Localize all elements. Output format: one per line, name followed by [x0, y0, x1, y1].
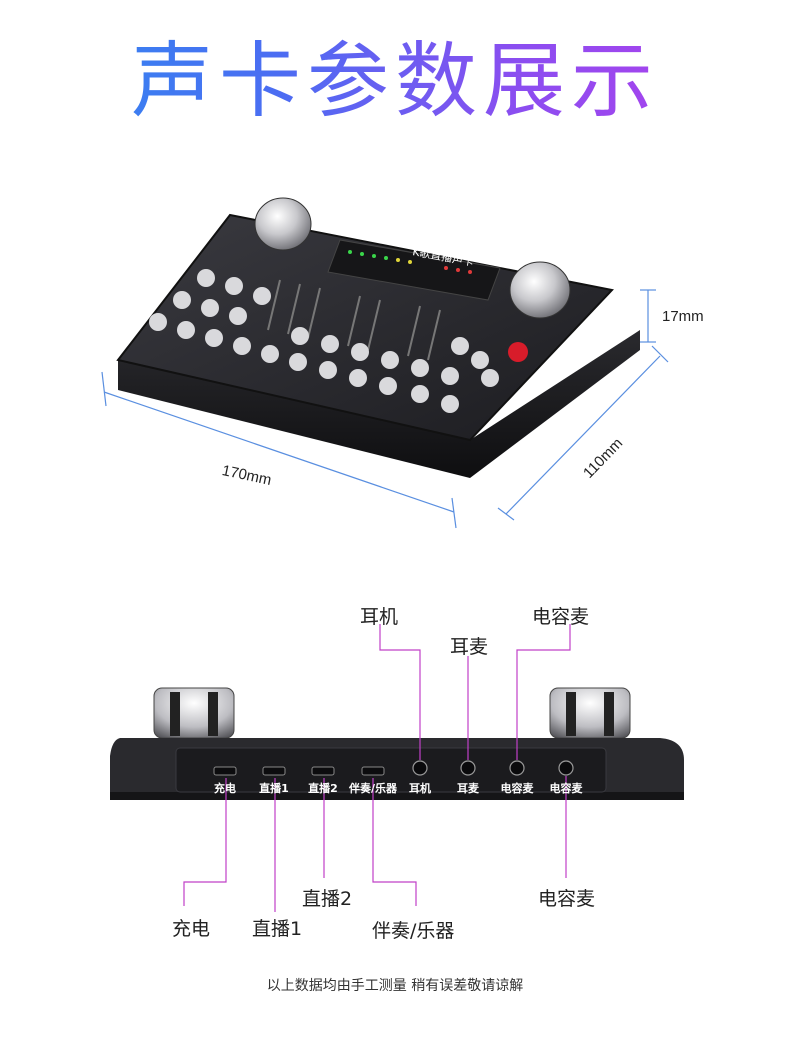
usb-ports — [213, 766, 385, 776]
dimension-lines — [101, 289, 669, 529]
jack-headset — [460, 760, 476, 776]
sound-card-top-illustration: K歌直播声卡 — [101, 197, 669, 529]
port-label-accompaniment: 伴奏/乐器 — [348, 782, 398, 795]
callout-live1: 直播1 — [252, 918, 303, 940]
port-label-condenser-mic-1: 电容麦 — [500, 782, 534, 795]
callout-earphone: 耳机 — [360, 606, 399, 628]
callout-accompaniment: 伴奏/乐器 — [372, 920, 455, 942]
back-left-knob — [153, 687, 235, 739]
port-label-headset: 耳麦 — [457, 782, 479, 795]
port-label-earphone: 耳机 — [409, 782, 431, 795]
port-label-condenser-mic-2: 电容麦 — [549, 782, 583, 795]
port-label-live2: 直播2 — [308, 782, 338, 795]
jack-earphone — [412, 760, 428, 776]
callout-lines — [183, 624, 571, 912]
usb-port-live2 — [311, 766, 335, 776]
back-right-knob — [549, 687, 631, 739]
jack-condenser-mic-1 — [509, 760, 525, 776]
level-meter-leds — [348, 250, 472, 274]
sound-card-back-illustration — [110, 624, 684, 912]
measurement-footnote: 以上数据均由手工测量 稍有误差敬请谅解 — [266, 978, 524, 994]
callout-headset: 耳麦 — [450, 636, 489, 658]
left-knob — [254, 197, 312, 251]
back-panel-inset — [175, 747, 607, 793]
pad-buttons — [149, 269, 499, 413]
height-dimension-label: 17mm — [662, 308, 704, 325]
jack-condenser-mic-2 — [558, 760, 574, 776]
audio-jacks — [412, 760, 574, 776]
callout-condenser-mic-top: 电容麦 — [532, 606, 590, 628]
page-title: 声卡参数展示 — [0, 34, 790, 130]
port-label-charge: 充电 — [214, 782, 236, 795]
usb-port-charge — [213, 766, 237, 776]
right-knob — [509, 261, 571, 319]
callout-condenser-mic-bottom: 电容麦 — [538, 888, 596, 910]
usb-port-live1 — [262, 766, 286, 776]
usb-port-accompaniment — [361, 766, 385, 776]
callout-charge: 充电 — [172, 918, 211, 940]
fader-group — [267, 279, 441, 361]
port-label-live1: 直播1 — [259, 782, 289, 795]
callout-live2: 直播2 — [302, 888, 353, 910]
record-button — [508, 342, 528, 362]
